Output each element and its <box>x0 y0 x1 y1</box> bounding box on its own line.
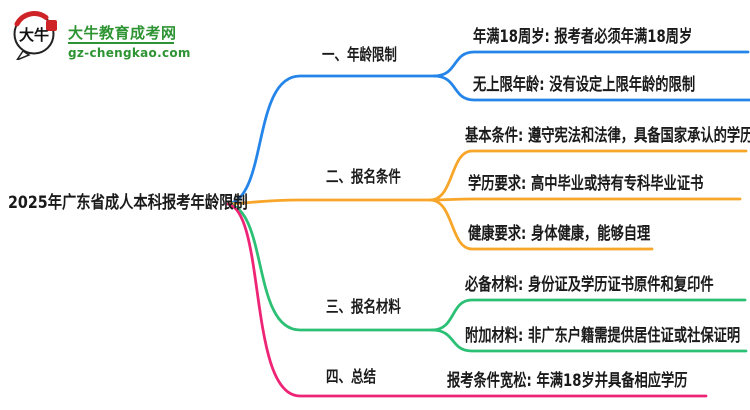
branch2-child3-line <box>428 198 654 251</box>
branch2-child1: 基本条件: 遵守宪法和法律，具备国家承认的学历 <box>465 126 750 146</box>
central-topic: 2025年广东省成人本科报考年龄限制 <box>8 193 248 213</box>
logo-seal-icon <box>46 20 57 31</box>
logo-mark-text: 大牛 <box>19 26 49 44</box>
site-logo: 大牛 大牛教育成考网 gz-chengkao.com <box>10 8 240 60</box>
logo-mark: 大牛 <box>13 11 57 60</box>
branch3-child2: 附加材料: 非广东户籍需提供居住证或社保证明 <box>465 326 741 346</box>
branch3-child1: 必备材料: 身份证及学历证书原件和复印件 <box>465 275 714 295</box>
branch3-child1-line <box>430 298 747 332</box>
logo-url: gz-chengkao.com <box>68 46 191 60</box>
logo-bubble-tail <box>16 49 31 60</box>
branch2-child2: 学历要求: 高中毕业或持有专科毕业证书 <box>468 174 704 194</box>
branch1-line <box>226 74 436 206</box>
branch2-label: 二、报名条件 <box>326 167 401 186</box>
logo-title: 大牛教育成考网 <box>68 24 177 42</box>
branch4-child1: 报考条件宽松: 年满18岁并具备相应学历 <box>447 371 688 391</box>
logo-divider <box>68 42 174 44</box>
branch2-line2 <box>226 198 432 206</box>
branch1-child1: 年满18周岁: 报考者必须年满18周岁 <box>473 27 693 47</box>
logo-red-arc <box>14 11 49 27</box>
branch2-child2-line <box>428 197 742 202</box>
branch3-line <box>226 202 434 332</box>
branch3-child2-line <box>430 328 748 353</box>
branch1-child2-line <box>432 74 750 102</box>
branch4-line <box>226 202 708 398</box>
branch4-label: 四、总结 <box>326 367 376 386</box>
branch1-child2: 无上限年龄: 没有设定上限年龄的限制 <box>473 75 696 95</box>
branch3-label: 三、报名材料 <box>326 297 401 316</box>
branch1-child1-line <box>432 50 750 78</box>
branch1-label: 一、年龄限制 <box>322 45 397 64</box>
branch2-child3: 健康要求: 身体健康，能够自理 <box>468 224 651 244</box>
branch2-child1-line <box>428 149 748 202</box>
